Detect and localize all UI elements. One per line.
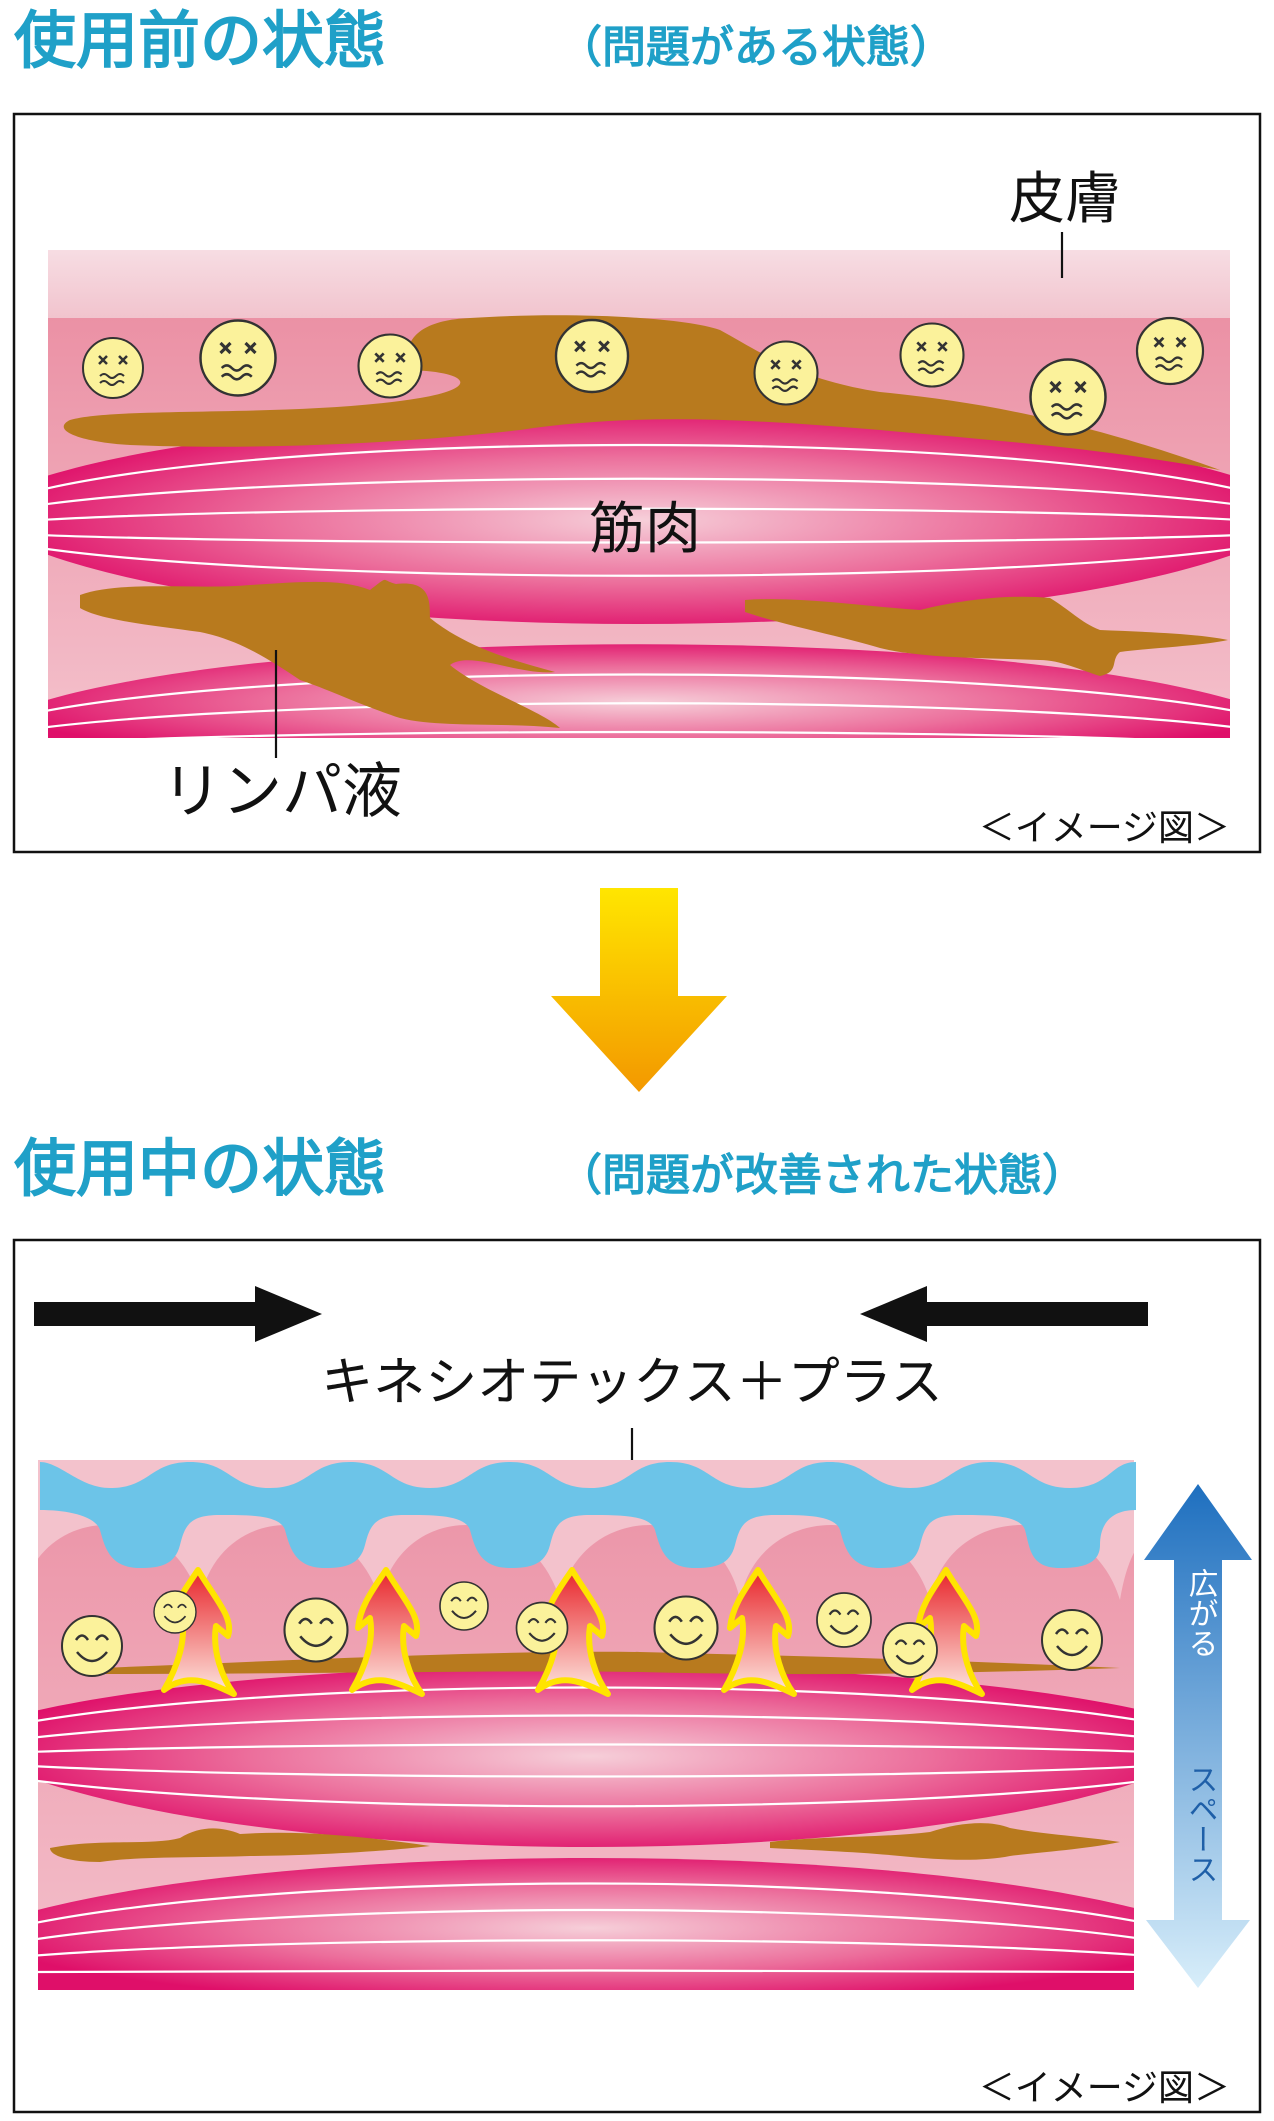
muscle-bundle-lower — [38, 1858, 1134, 1990]
label-skin: 皮膚 — [1009, 167, 1121, 232]
after-tissue-illustration — [38, 1460, 1134, 1990]
right-arrow-icon — [34, 1286, 322, 1342]
label-lymph: リンパ液 — [162, 757, 402, 827]
lymph-fluid-deposits — [63, 315, 1228, 728]
transition-down-arrow — [551, 888, 727, 1092]
label-space-2: スペース — [1183, 1764, 1218, 1884]
lymph-fluid-deposits — [50, 1651, 1120, 1862]
before-title: 使用前の状態 — [14, 4, 386, 77]
after-caption: ＜イメージ図＞ — [979, 2068, 1230, 2109]
skin-layer — [48, 250, 1230, 320]
after-subtitle: （問題が改善された状態） — [558, 1150, 1086, 1201]
label-tape: キネシオテックス＋プラス — [321, 1353, 942, 1413]
before-tissue-illustration — [48, 250, 1230, 738]
left-arrow-icon — [860, 1286, 1148, 1342]
label-space-1: 広がる — [1183, 1568, 1218, 1658]
before-caption: ＜イメージ図＞ — [979, 808, 1230, 849]
label-muscle: 筋肉 — [589, 497, 701, 562]
space-expand-arrow — [1144, 1484, 1252, 1988]
muscle-bundle-upper — [48, 415, 1230, 624]
kinesio-tape — [40, 1462, 1136, 1568]
after-title: 使用中の状態 — [14, 1132, 386, 1205]
before-subtitle: （問題がある状態） — [558, 22, 954, 73]
